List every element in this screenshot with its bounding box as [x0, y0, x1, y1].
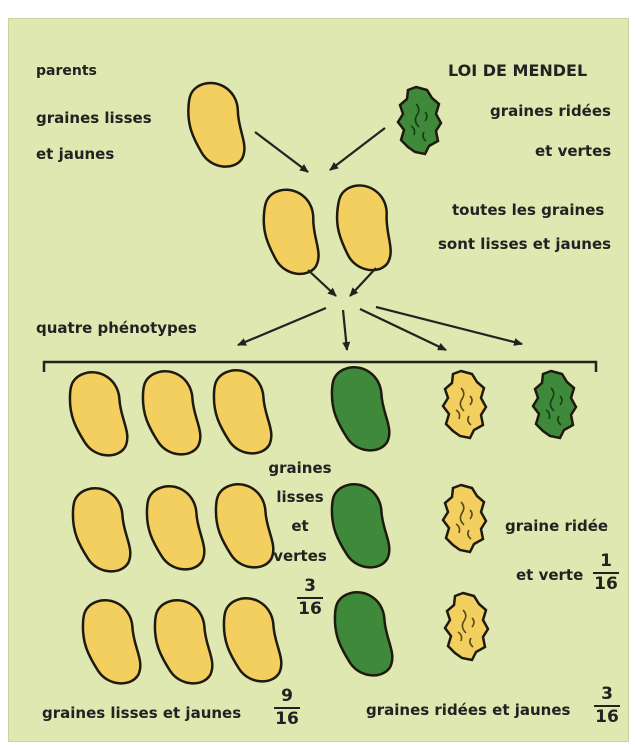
- ratio-wrinkled-yellow-denominator: 16: [594, 707, 620, 726]
- f1-label-line1: toutes les graines: [452, 203, 604, 218]
- ratio-wrinkled-yellow: 3 16: [594, 686, 620, 726]
- label-smooth-green-line4: vertes: [262, 549, 338, 564]
- parent-left-label-line2: et jaunes: [36, 147, 114, 162]
- label-wrinkled-green-line2: et verte: [516, 568, 583, 583]
- seed-wrinkled-yellow: [443, 371, 486, 438]
- label-smooth-yellow: graines lisses et jaunes: [42, 706, 241, 721]
- arrow-f1-right-down: [350, 268, 376, 296]
- seed-wrinkled-green: [533, 371, 576, 438]
- ratio-wrinkled-green: 1 16: [593, 553, 619, 593]
- page-title: LOI DE MENDEL: [448, 63, 587, 79]
- label-smooth-green-line1: graines: [262, 461, 338, 476]
- label-smooth-green-line2: lisses: [262, 490, 338, 505]
- seed-smooth-yellow: [207, 365, 277, 461]
- arrow-to-phenotype-2: [343, 310, 347, 350]
- f1-seed-left: [258, 185, 323, 279]
- parent-right-label-line1: graines ridées: [490, 104, 611, 119]
- seed-smooth-green: [328, 587, 398, 683]
- arrow-right-parent-to-f1: [330, 128, 385, 170]
- phenotype-bracket: [44, 362, 596, 372]
- parent-wrinkled-green-seed: [398, 87, 441, 154]
- ratio-wrinkled-green-numerator: 1: [593, 553, 619, 574]
- seed-wrinkled-yellow: [443, 485, 486, 552]
- arrow-to-phenotype-1: [238, 308, 326, 345]
- ratio-smooth-green-denominator: 16: [297, 599, 323, 618]
- parent-right-label-line2: et vertes: [535, 144, 611, 159]
- ratio-wrinkled-green-denominator: 16: [593, 574, 619, 593]
- seed-smooth-yellow: [66, 483, 136, 579]
- seed-smooth-yellow: [140, 481, 210, 577]
- arrow-to-phenotype-3: [360, 309, 446, 350]
- seed-smooth-yellow: [76, 595, 146, 691]
- label-wrinkled-yellow: graines ridées et jaunes: [366, 703, 570, 718]
- seed-smooth-yellow: [148, 595, 218, 691]
- seed-smooth-yellow: [136, 366, 206, 462]
- seed-smooth-yellow: [217, 593, 287, 689]
- parents-heading: parents: [36, 64, 97, 78]
- ratio-smooth-yellow-numerator: 9: [274, 688, 300, 709]
- ratio-smooth-yellow-denominator: 16: [274, 709, 300, 728]
- parent-smooth-yellow-seed: [182, 78, 249, 173]
- label-smooth-green-line3: et: [262, 519, 338, 534]
- parent-left-label-line1: graines lisses: [36, 111, 152, 126]
- f1-seed-right: [332, 182, 394, 274]
- arrow-f1-left-down: [308, 270, 336, 296]
- ratio-smooth-green: 3 16: [297, 578, 323, 618]
- arrow-to-phenotype-4: [376, 307, 522, 344]
- seed-smooth-green: [325, 362, 395, 458]
- seed-smooth-yellow: [63, 367, 133, 463]
- ratio-smooth-green-numerator: 3: [297, 578, 323, 599]
- f1-label-line2: sont lisses et jaunes: [438, 237, 611, 252]
- ratio-smooth-yellow: 9 16: [274, 688, 300, 728]
- ratio-wrinkled-yellow-numerator: 3: [594, 686, 620, 707]
- seed-wrinkled-yellow: [445, 593, 488, 660]
- arrow-left-parent-to-f1: [255, 132, 308, 172]
- label-wrinkled-green-line1: graine ridée: [505, 519, 608, 534]
- f2-heading: quatre phénotypes: [36, 321, 197, 336]
